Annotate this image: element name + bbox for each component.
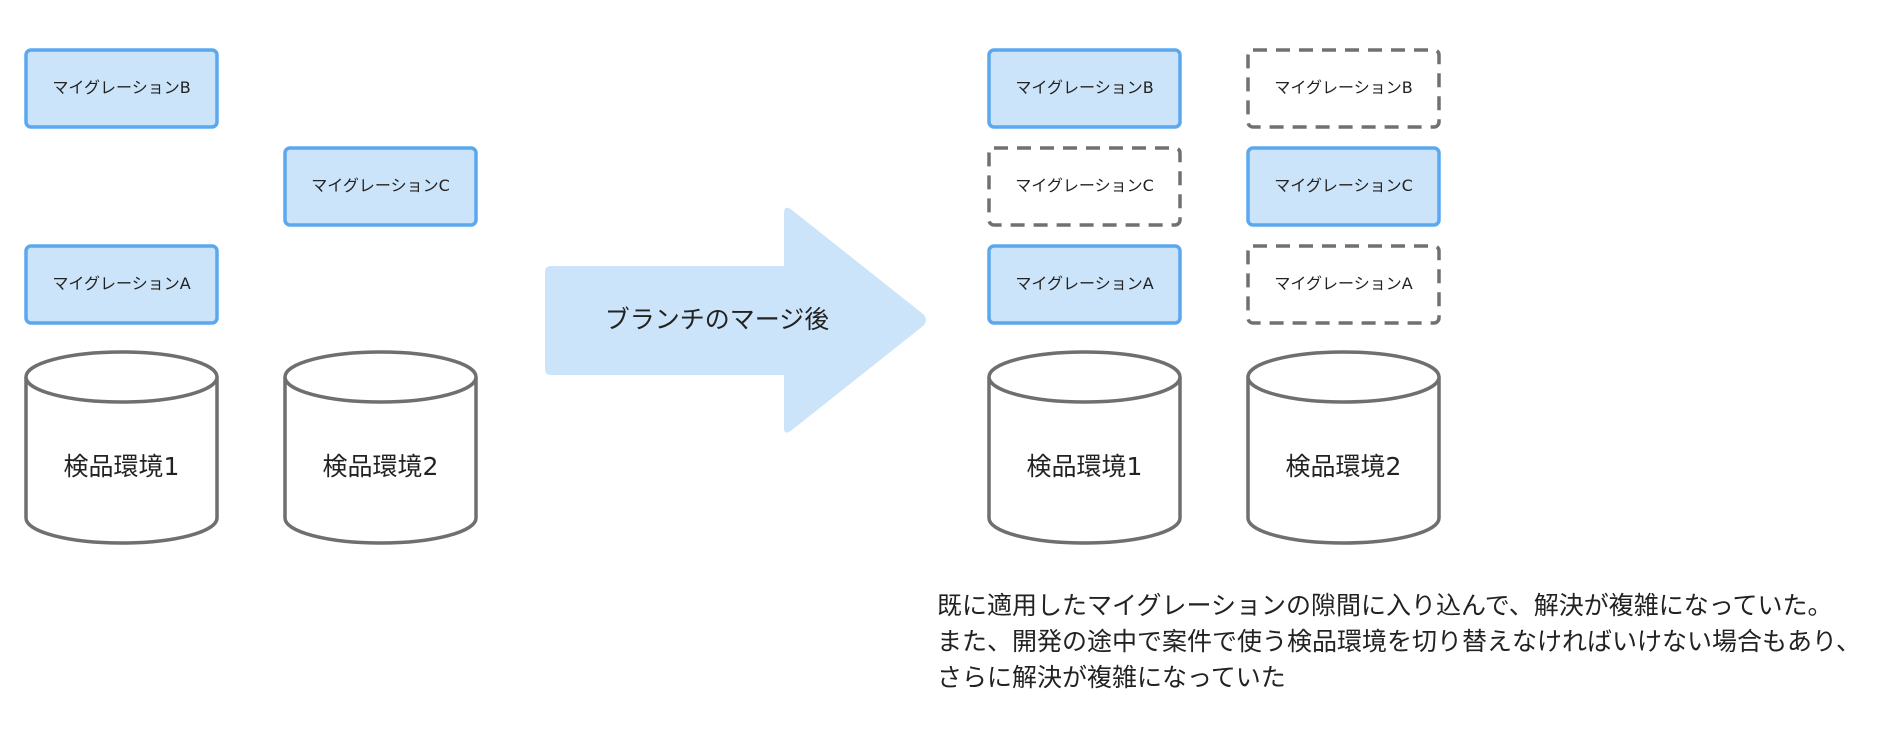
migration-label: マイグレーションA xyxy=(52,274,190,293)
environment-label: 検品環境1 xyxy=(64,452,180,481)
before-env1-migration-slot-1 xyxy=(26,148,217,225)
migration-label: マイグレーションB xyxy=(1015,78,1153,97)
migration-box xyxy=(26,148,217,225)
explanation-note: 既に適用したマイグレーションの隙間に入り込んで、解決が複雑になっていた。 また、… xyxy=(937,588,1867,696)
database-cylinder-icon xyxy=(283,377,478,545)
before-env2-database: 検品環境2 xyxy=(283,350,478,545)
after-env2-database: 検品環境2 xyxy=(1246,350,1441,545)
merge-arrow: ブランチのマージ後 xyxy=(545,207,926,433)
database-cylinder-icon xyxy=(24,377,219,545)
right-arrow-icon xyxy=(545,207,926,433)
arrow-label: ブランチのマージ後 xyxy=(605,305,830,334)
migration-label: マイグレーションC xyxy=(1015,176,1154,195)
migration-box xyxy=(24,244,219,325)
after-env1-database: 検品環境1 xyxy=(987,350,1182,545)
after-env2-migration-slot-2: マイグレーションA xyxy=(1246,244,1441,325)
note-line: さらに解決が複雑になっていた xyxy=(937,663,1286,692)
after-env2-migration-slot-0: マイグレーションB xyxy=(1246,48,1441,129)
before-env2-migration-slot-0 xyxy=(285,50,476,127)
before-env1-database: 検品環境1 xyxy=(24,350,219,545)
before-env2-migration-slot-1: マイグレーションC xyxy=(283,146,478,227)
migration-box xyxy=(285,50,476,127)
migration-label: マイグレーションC xyxy=(1274,176,1413,195)
migration-label: マイグレーションC xyxy=(311,176,450,195)
database-top xyxy=(283,350,478,404)
database-top xyxy=(1246,350,1441,404)
migration-box xyxy=(1246,244,1441,325)
migration-box xyxy=(24,48,219,129)
before-env2-migration-slot-2 xyxy=(285,246,476,323)
after-env1-migration-slot-1: マイグレーションC xyxy=(987,146,1182,227)
before-env1-migration-slot-2: マイグレーションA xyxy=(24,244,219,325)
environment-label: 検品環境2 xyxy=(323,452,439,481)
migration-box xyxy=(987,244,1182,325)
note-line: 既に適用したマイグレーションの隙間に入り込んで、解決が複雑になっていた。 xyxy=(937,591,1833,620)
migration-label: マイグレーションA xyxy=(1015,274,1153,293)
database-top xyxy=(987,350,1182,404)
migration-label: マイグレーションB xyxy=(1274,78,1412,97)
after-env1-migration-slot-0: マイグレーションB xyxy=(987,48,1182,129)
after-env2-migration-slot-1: マイグレーションC xyxy=(1246,146,1441,227)
database-cylinder-icon xyxy=(987,377,1182,545)
migration-label: マイグレーションB xyxy=(52,78,190,97)
migration-label: マイグレーションA xyxy=(1274,274,1412,293)
migration-box xyxy=(1246,146,1441,227)
environment-label: 検品環境1 xyxy=(1027,452,1143,481)
database-cylinder-icon xyxy=(1246,377,1441,545)
migration-box xyxy=(1246,48,1441,129)
environment-label: 検品環境2 xyxy=(1286,452,1402,481)
migration-box xyxy=(987,146,1182,227)
migration-box xyxy=(283,146,478,227)
after-env1-migration-slot-2: マイグレーションA xyxy=(987,244,1182,325)
database-top xyxy=(24,350,219,404)
migration-box xyxy=(987,48,1182,129)
before-env1-migration-slot-0: マイグレーションB xyxy=(24,48,219,129)
note-line: また、開発の途中で案件で使う検品環境を切り替えなければいけない場合もあり、 xyxy=(937,627,1862,656)
migration-box xyxy=(285,246,476,323)
